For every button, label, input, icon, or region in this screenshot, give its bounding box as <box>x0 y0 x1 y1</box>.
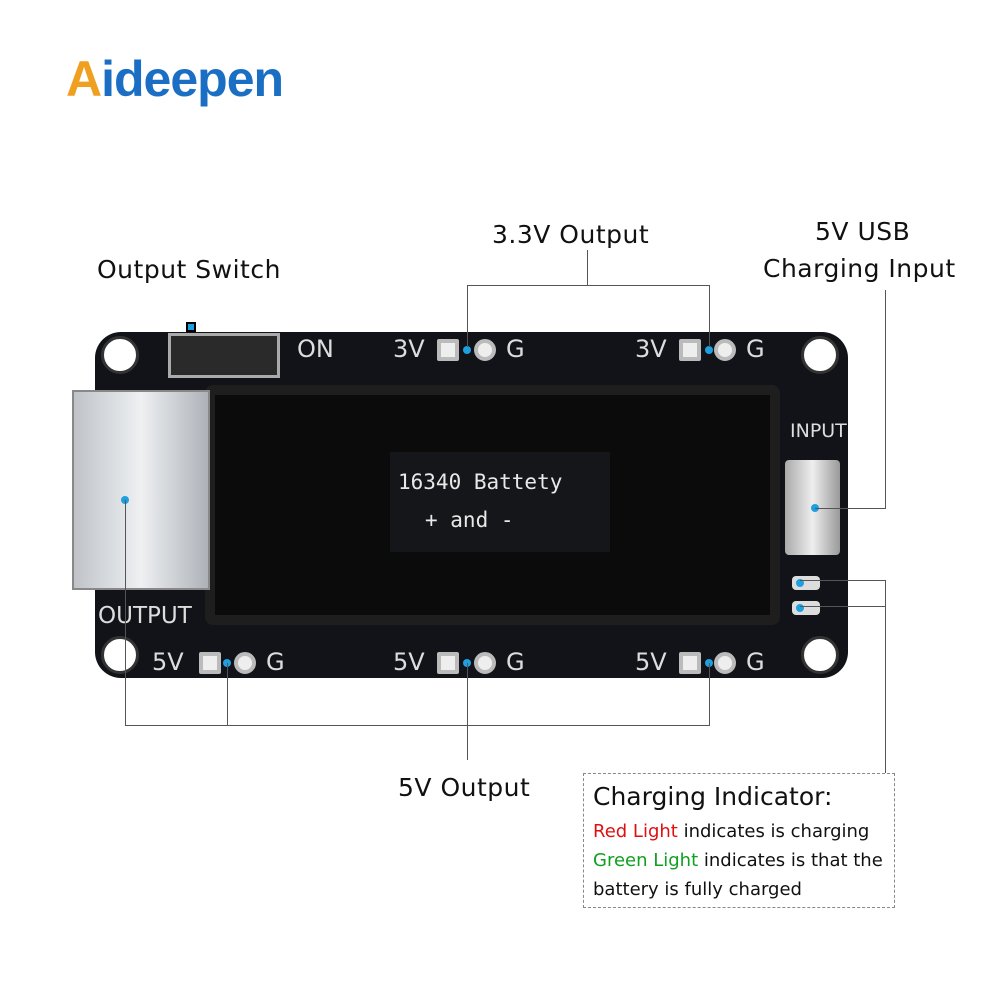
battery-label-area <box>390 452 610 552</box>
leader-line <box>467 285 710 286</box>
charging-indicator-box: Charging Indicator: Red Light indicates … <box>583 773 895 908</box>
leader-line <box>800 606 886 607</box>
pad-g <box>714 652 736 674</box>
usb-input-label-2: Charging Input <box>763 254 956 283</box>
marker <box>796 579 804 587</box>
leader-line <box>709 663 710 725</box>
usb-a-output-port <box>72 390 210 590</box>
marker <box>705 346 713 354</box>
pad-g <box>234 652 256 674</box>
input-silk: INPUT <box>790 420 847 442</box>
leader-line <box>709 285 710 347</box>
usb-input-label-1: 5V USB <box>815 217 911 246</box>
leader-line <box>815 508 886 509</box>
silk-3v: 3V <box>393 335 425 363</box>
pad-5v <box>679 652 701 674</box>
output-switch[interactable] <box>168 333 280 378</box>
pad-g <box>474 339 496 361</box>
info-green-line: Green Light indicates is that the batter… <box>593 850 883 900</box>
leader-line <box>800 580 886 581</box>
mount-hole <box>801 636 839 674</box>
mount-hole <box>101 336 139 374</box>
leader-line <box>125 500 126 725</box>
silk-g: G <box>746 335 765 363</box>
silk-g: G <box>266 648 285 676</box>
leader-line <box>885 580 886 773</box>
pad-5v <box>437 652 459 674</box>
silk-g: G <box>746 648 765 676</box>
v5-output-label: 5V Output <box>398 773 531 802</box>
leader-line <box>467 285 468 347</box>
output-silk: OUTPUT <box>98 603 192 629</box>
on-silk: ON <box>297 335 334 363</box>
info-red-line: Red Light indicates is charging <box>593 821 870 842</box>
mount-hole <box>101 636 139 674</box>
pad-3v <box>437 339 459 361</box>
leader-line <box>587 250 588 285</box>
silk-3v: 3V <box>635 335 667 363</box>
silk-5v: 5V <box>393 648 425 676</box>
marker <box>796 604 804 612</box>
silk-5v: 5V <box>635 648 667 676</box>
battery-polarity-text: + and - <box>425 508 514 532</box>
switch-marker <box>186 322 196 332</box>
silk-g: G <box>506 335 525 363</box>
brand-logo: Aideepen <box>66 51 284 107</box>
pad-5v <box>199 652 221 674</box>
output-switch-label: Output Switch <box>97 255 281 284</box>
marker <box>463 346 471 354</box>
battery-text: 16340 Battety <box>398 470 563 494</box>
pad-g <box>714 339 736 361</box>
leader-line <box>467 663 468 760</box>
silk-g: G <box>506 648 525 676</box>
v33-output-label: 3.3V Output <box>492 220 650 249</box>
mount-hole <box>801 336 839 374</box>
leader-line <box>885 290 886 508</box>
pad-g <box>474 652 496 674</box>
pad-3v <box>679 339 701 361</box>
silk-5v: 5V <box>152 648 184 676</box>
info-title: Charging Indicator: <box>593 782 833 811</box>
leader-line <box>125 725 710 726</box>
leader-line <box>227 663 228 725</box>
